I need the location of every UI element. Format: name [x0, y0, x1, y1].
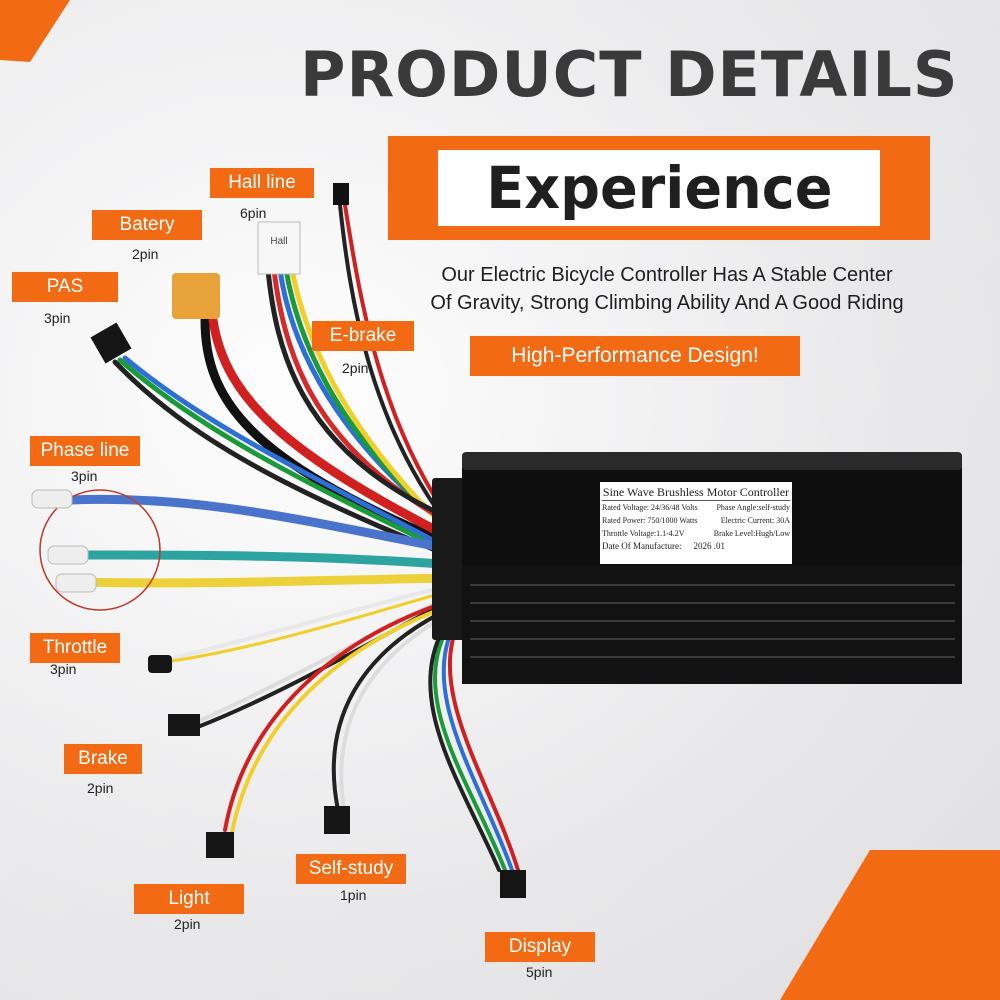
tag-throttle: Throttle: [30, 633, 120, 663]
experience-banner: Experience: [388, 136, 930, 240]
page-title: PRODUCT DETAILS: [300, 38, 959, 111]
display-wire-red: [448, 618, 520, 872]
light-wire-red: [223, 598, 454, 832]
throttle-voltage: Throttle Voltage:1.1-4.2V: [602, 529, 685, 538]
light-connector: [206, 832, 234, 858]
rated-voltage: Rated Voltage: 24/36/48 Volts: [602, 503, 698, 512]
battery-connector: [172, 273, 220, 319]
pins-battery: 2pin: [132, 246, 159, 262]
selfstudy-wire-black: [331, 604, 457, 812]
description-line-2: Of Gravity, Strong Climbing Ability And …: [430, 292, 904, 314]
pins-self-study: 1pin: [340, 887, 367, 903]
ebrake-wire-red: [343, 203, 452, 522]
ebrake-wire-black: [338, 203, 448, 524]
pins-throttle: 3pin: [50, 661, 77, 677]
tag-pas: PAS: [12, 272, 118, 302]
pas-connector: [90, 322, 132, 364]
hall-wire-yellow: [289, 267, 451, 533]
tag-brake: Brake: [64, 744, 142, 774]
pins-pas: 3pin: [44, 310, 71, 326]
phase-highlight-circle: [39, 489, 161, 611]
corner-decoration-top-left: [0, 0, 70, 62]
rated-power: Rated Power: 750/1000 Watts: [602, 516, 698, 525]
throttle-connector: [148, 655, 172, 673]
brake-connector: [168, 714, 200, 736]
phase-angle: Phase Angle:self-study: [716, 503, 790, 512]
display-wire-blue: [441, 616, 514, 872]
phase-connector-2: [47, 545, 89, 565]
corner-decoration-bottom-right: [780, 850, 1000, 1000]
phase-wire-blue: [65, 494, 460, 555]
pins-light: 2pin: [174, 916, 201, 932]
throttle-wire-white: [163, 583, 454, 662]
hall-wire-black: [265, 267, 435, 513]
experience-box: Experience: [438, 150, 880, 226]
tag-battery: Batery: [92, 210, 202, 240]
brake-level: Brake Level:Hugh/Low: [713, 529, 790, 538]
pas-wire-black: [112, 359, 443, 555]
pins-ebrake: 2pin: [342, 360, 369, 376]
phase-connector-1: [31, 489, 73, 509]
description-line-1: Our Electric Bicycle Controller Has A St…: [441, 264, 893, 286]
throttle-wire-yellow: [163, 588, 454, 664]
manufacture-date-label: Date Of Manufacture:: [602, 541, 682, 551]
ebrake-connector: [333, 183, 349, 205]
tag-light: Light: [134, 884, 244, 914]
experience-text: Experience: [485, 154, 833, 222]
electric-current: Electric Current: 30A: [720, 516, 790, 525]
controller-label: Sine Wave Brushless Motor Controller Rat…: [602, 485, 790, 553]
highlight-banner: High-Performance Design!: [470, 336, 800, 376]
selfstudy-wire-white: [339, 608, 458, 812]
pas-wire-green: [117, 357, 443, 551]
pins-brake: 2pin: [87, 780, 114, 796]
controller-body: [432, 452, 962, 684]
phase-wire-yellow: [75, 573, 460, 588]
tag-hall-line: Hall line: [210, 168, 314, 198]
hall-connector-print: Hall: [270, 236, 288, 247]
pas-wire-blue: [122, 355, 445, 548]
display-connector: [500, 870, 526, 898]
phase-wire-green: [75, 550, 460, 570]
tag-ebrake: E-brake: [312, 321, 414, 351]
manufacture-date-value: 2026 .01: [693, 541, 725, 551]
pins-display: 5pin: [526, 964, 553, 980]
controller-spec-label: [600, 482, 792, 564]
selfstudy-connector: [324, 806, 350, 834]
display-wire-black: [428, 610, 501, 872]
pins-hall-line: 6pin: [240, 205, 267, 221]
tag-self-study: Self-study: [296, 854, 406, 884]
light-wire-yellow: [230, 602, 456, 834]
display-wire-green: [433, 613, 507, 872]
tag-display: Display: [485, 932, 595, 962]
pins-phase-line: 3pin: [71, 468, 98, 484]
battery-wire-red: [208, 315, 450, 540]
connectors: [31, 183, 526, 898]
hall-connector: [257, 221, 301, 275]
phase-connector-3: [55, 573, 97, 593]
controller-label-title: Sine Wave Brushless Motor Controller: [602, 485, 790, 501]
tag-phase-line: Phase line: [30, 436, 140, 466]
